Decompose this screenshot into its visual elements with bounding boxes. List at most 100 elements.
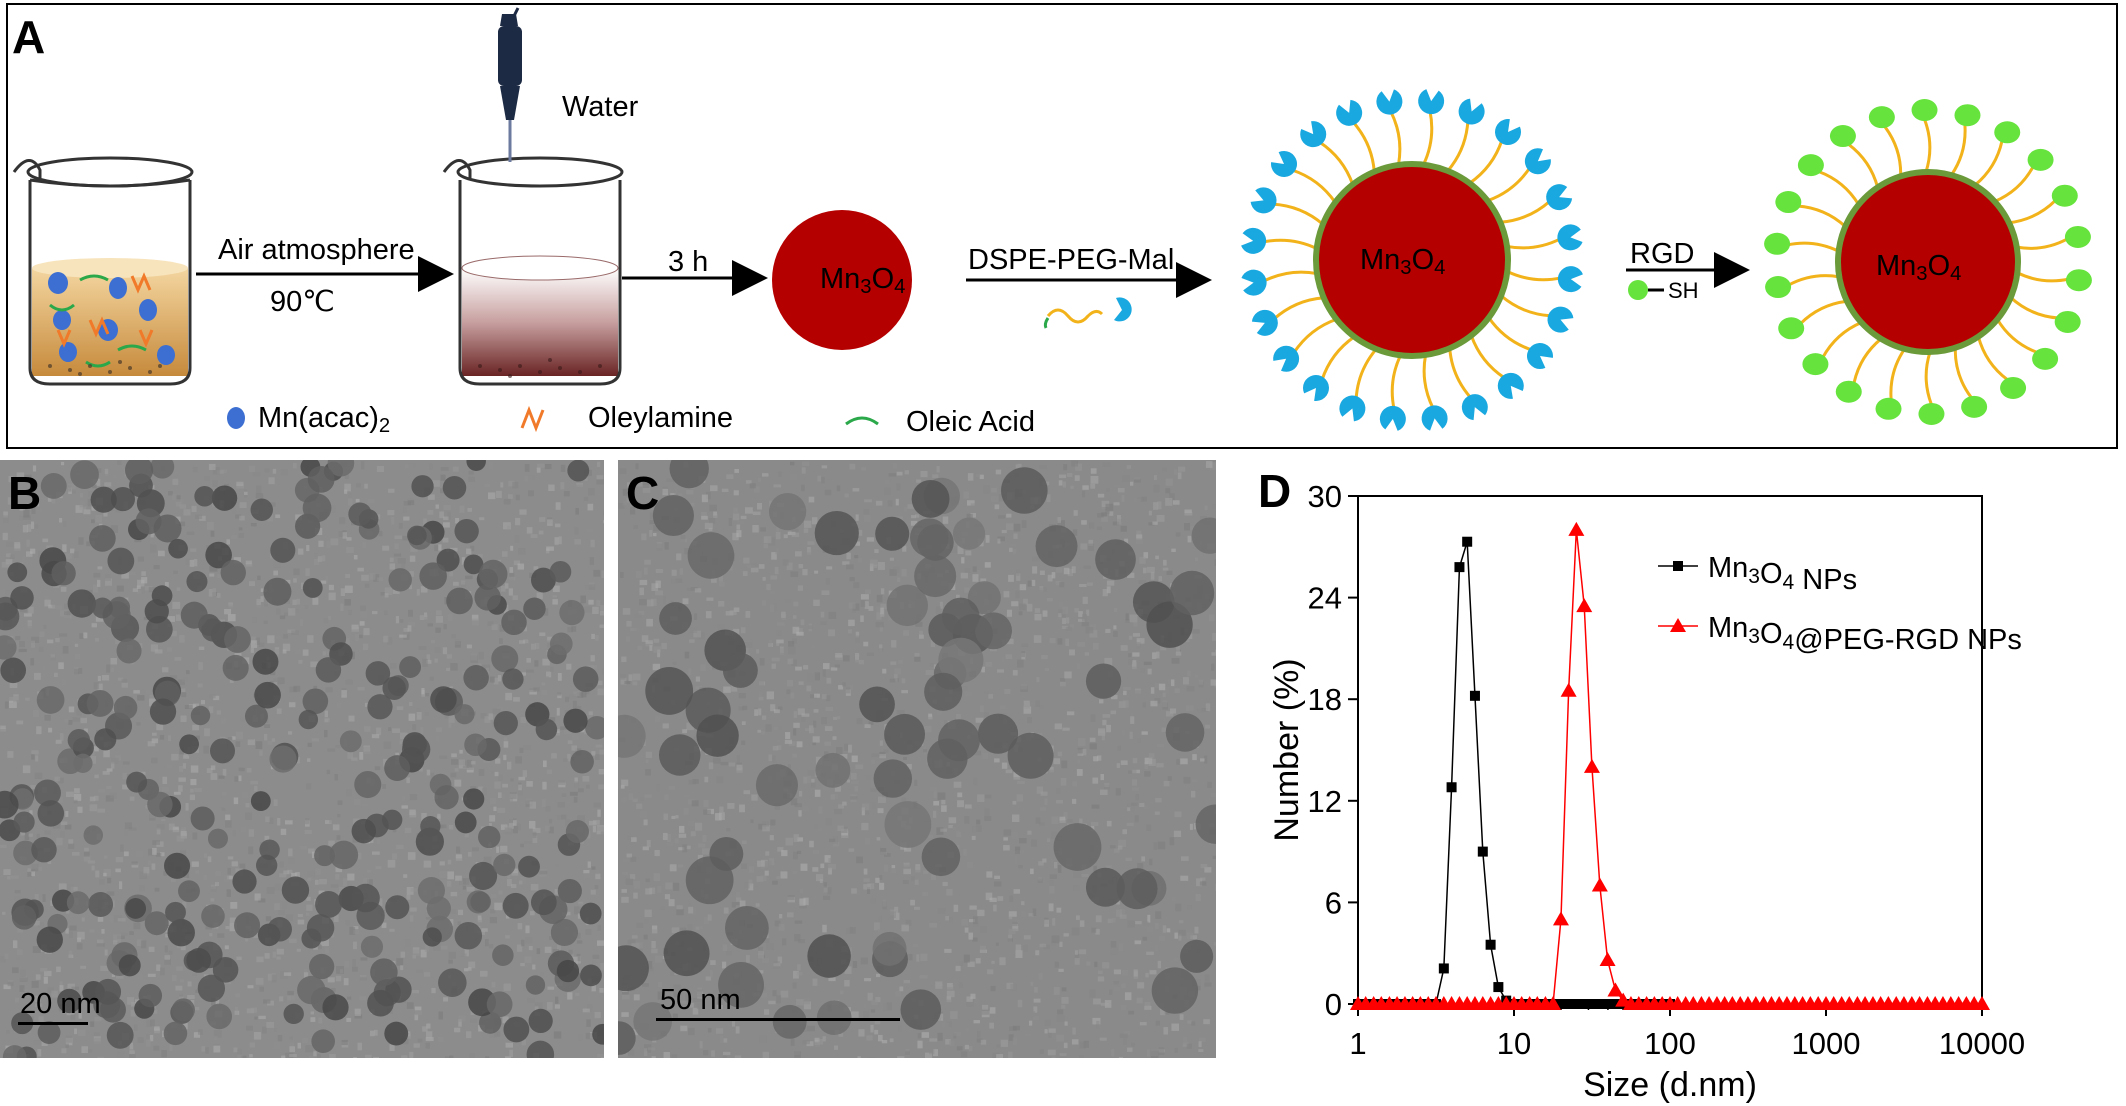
core-label-3: Mn3O4 [1876, 250, 1962, 286]
nanoparticle [1180, 939, 1214, 973]
nanoparticle [67, 589, 97, 618]
x-tick-label: 10000 [1939, 1026, 2025, 1061]
nanoparticle [31, 836, 57, 863]
nanoparticle [1146, 601, 1193, 648]
nanoparticle [201, 904, 225, 928]
data-point [1485, 939, 1496, 950]
maleimide-icon [1497, 372, 1524, 399]
nanoparticle [549, 632, 573, 656]
maleimide-icon [1241, 227, 1267, 254]
nanoparticle [474, 584, 501, 611]
nanoparticle [814, 510, 859, 556]
nanoparticle [493, 853, 516, 877]
nanoparticle [283, 1003, 304, 1025]
blue-dot-icon [227, 407, 245, 429]
nanoparticle [807, 934, 851, 978]
nanoparticle [113, 695, 138, 720]
nanoparticle [327, 460, 355, 477]
nanoparticle [663, 930, 710, 977]
rgd-ligand-icon [2027, 148, 2054, 171]
peg-chain [1786, 241, 1840, 253]
rgd-ligand-icon [1868, 106, 1895, 129]
nanoparticle [454, 518, 479, 544]
nanoparticle [186, 571, 208, 593]
series-1 [1350, 521, 1990, 1010]
x-tick-label: 10 [1497, 1026, 1531, 1061]
water-label: Water [562, 91, 639, 123]
legend-mnacac: Mn(acac)2 [258, 402, 391, 438]
peg-chain [1818, 170, 1860, 206]
rgd-ligand-icon [1775, 191, 1802, 214]
nanoparticle [479, 1011, 502, 1034]
core-bare [772, 210, 912, 350]
step2-label: 3 h [668, 246, 709, 278]
peg-chain [1262, 270, 1318, 283]
nanoparticle [872, 931, 907, 966]
nanoparticle [51, 561, 76, 586]
peg-chain [1487, 316, 1533, 352]
peg-chain [1422, 110, 1434, 166]
maleimide-icon [1273, 345, 1300, 372]
scale-label-c: 50 nm [660, 984, 741, 1016]
nanoparticle [502, 892, 529, 919]
nanoparticle [772, 1004, 807, 1039]
nanoparticle [86, 690, 114, 717]
data-point [1602, 999, 1613, 1009]
sh-label: SH [1668, 278, 1699, 303]
peg-chain [1889, 348, 1906, 400]
nanoparticle [0, 602, 20, 631]
nanoparticle [446, 587, 473, 615]
y-tick-label: 24 [1308, 581, 1342, 616]
nanoparticle [116, 638, 142, 664]
rgd-ligand-icon [1829, 125, 1856, 148]
peg-chain [1953, 347, 1973, 399]
nanoparticle [977, 713, 1019, 754]
nanoparticle [88, 891, 114, 917]
nanoparticle [1035, 525, 1078, 568]
peg-chain [1390, 354, 1402, 410]
maleimide-icon [1547, 306, 1574, 333]
nanoparticle [144, 911, 169, 936]
nanoparticle [530, 567, 556, 593]
data-point [1571, 999, 1582, 1009]
nanoparticle [171, 998, 195, 1022]
step1-top-label: Air atmosphere [218, 234, 415, 266]
nanoparticle [526, 1040, 555, 1058]
nanoparticle [384, 1021, 409, 1046]
pipette-icon [498, 7, 522, 162]
nanoparticle [201, 618, 225, 642]
nanoparticle [57, 988, 82, 1014]
nanoparticle [886, 584, 928, 627]
maleimide-icon [1376, 89, 1403, 115]
maleimide-icon [1250, 187, 1277, 214]
peg-chain [1448, 348, 1473, 399]
core-label-2: Mn3O4 [1360, 244, 1446, 280]
nanoparticle [370, 958, 398, 986]
x-tick-label: 100 [1644, 1026, 1696, 1061]
y-axis-label: Number (%) [1268, 658, 1306, 841]
nanoparticle [7, 562, 28, 583]
nanoparticle [565, 819, 589, 844]
data-point [1568, 521, 1585, 536]
nanoparticle [884, 801, 932, 848]
nanoparticle [211, 485, 238, 511]
y-tick-label: 12 [1308, 784, 1342, 819]
nanoparticle [873, 759, 913, 798]
peg-chain [1292, 317, 1337, 354]
data-point [1607, 982, 1624, 997]
rgd-ligand-icon [2065, 269, 2092, 292]
nanoparticle [580, 964, 602, 987]
peg-chain [1787, 274, 1840, 287]
peg-chain [2008, 199, 2057, 225]
y-tick-label: 0 [1325, 987, 1342, 1022]
nanoparticle [1001, 467, 1048, 514]
nanoparticle [618, 945, 649, 992]
nanoparticle [259, 839, 280, 860]
green-arc-icon [845, 416, 879, 426]
nanoparticle [563, 708, 588, 733]
nanoparticle [463, 664, 489, 691]
nanoparticle [314, 845, 336, 867]
data-point [1469, 690, 1480, 701]
data-point [1493, 982, 1504, 993]
nanoparticle [875, 516, 910, 551]
